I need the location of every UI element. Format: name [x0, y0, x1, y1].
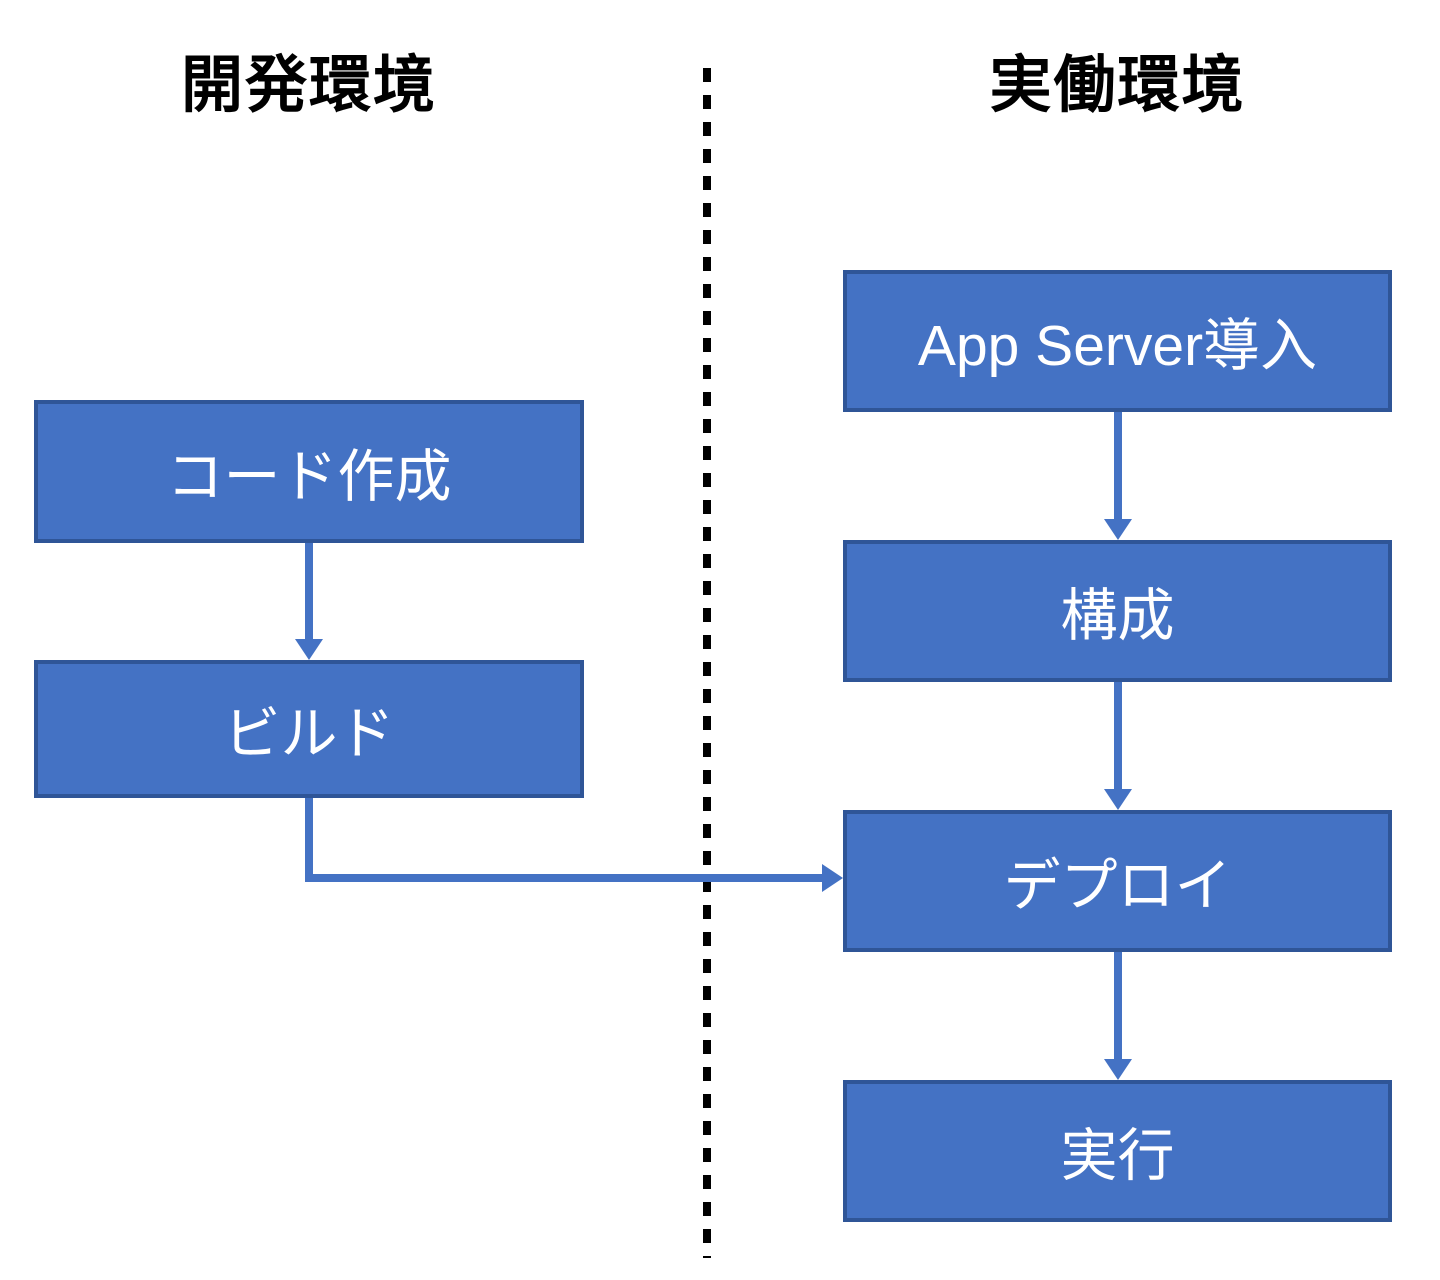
arrow-code-to-build: [295, 543, 323, 660]
column-title-development: 開発環境: [180, 51, 437, 120]
arrow-build-to-deploy: [305, 798, 843, 892]
node-configuration: 構成: [843, 540, 1392, 682]
arrow-deploy-to-run: [1104, 952, 1132, 1080]
node-build: ビルド: [34, 660, 584, 798]
node-code-creation: コード作成: [34, 400, 584, 543]
arrow-config-to-deploy: [1104, 682, 1132, 810]
column-title-production: 実働環境: [989, 51, 1246, 120]
node-app-server-install: App Server導入: [843, 270, 1392, 412]
arrow-appserver-to-config: [1104, 412, 1132, 540]
node-deploy: デプロイ: [843, 810, 1392, 952]
node-run: 実行: [843, 1080, 1392, 1222]
